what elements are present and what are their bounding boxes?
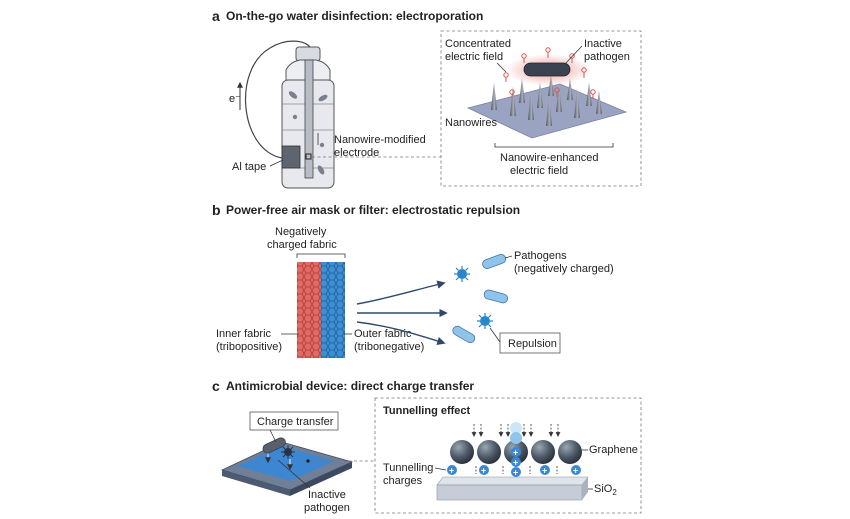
charge-transfer-box xyxy=(249,411,339,431)
pathogens-leader xyxy=(504,255,513,259)
pathogens-label-1: Pathogens xyxy=(514,250,567,262)
charge-transfer-label: Charge transfer xyxy=(257,416,334,428)
sio2-side xyxy=(582,477,588,500)
electrode-label-1: Nanowire-modified xyxy=(334,134,426,146)
sio2-label-sub: 2 xyxy=(612,488,617,497)
al-tape-leader xyxy=(269,159,284,167)
tunnelling-arrows xyxy=(471,424,561,474)
svg-text:+: + xyxy=(513,458,518,468)
svg-text:+: + xyxy=(513,468,518,478)
enhanced-label-1: Nanowire-enhanced xyxy=(500,152,598,164)
inactive-pathogen-capsule xyxy=(523,62,571,77)
inner-label-1: Inner fabric xyxy=(216,328,272,340)
sio2-substrate xyxy=(436,484,583,501)
enhanced-label-2: electric field xyxy=(510,165,568,177)
outer-label-1: Outer fabric xyxy=(354,328,412,340)
tunnelling-label-2: charges xyxy=(383,475,423,487)
repulsion-arrow-up xyxy=(356,280,446,305)
graphene-label: Graphene xyxy=(589,444,638,456)
tunnelling-leader xyxy=(434,467,447,471)
svg-text:+: + xyxy=(513,448,518,458)
field-markers xyxy=(503,47,596,99)
charge-transfer-leader xyxy=(269,429,277,443)
svg-text:+: + xyxy=(449,466,454,476)
neg-fabric-label-1: Negatively xyxy=(275,226,327,238)
nanowires xyxy=(491,74,602,126)
enhanced-bracket xyxy=(494,143,614,148)
tunnelling-effect-label: Tunnelling effect xyxy=(383,405,471,417)
water-bottle xyxy=(281,46,335,189)
inactive-leader xyxy=(564,45,583,65)
al-tape-label: Al tape xyxy=(232,161,266,173)
sio2-label: SiO2 xyxy=(594,483,617,497)
repulsion-label: Repulsion xyxy=(508,338,557,350)
sio2-top xyxy=(436,476,589,486)
panel-a-title: On-the-go water disinfection: electropor… xyxy=(226,9,483,23)
inactive-label-1: Inactive xyxy=(584,38,622,50)
wire-loop xyxy=(245,40,311,159)
repulsion-box xyxy=(499,332,561,354)
svg-text:+: + xyxy=(573,466,578,476)
concentrated-label-2: electric field xyxy=(445,51,503,63)
inner-fabric xyxy=(297,262,321,358)
panel-c-letter: c xyxy=(212,378,220,394)
electron-label: e⁻ xyxy=(229,93,241,105)
graphene-balls xyxy=(450,440,582,464)
tunnelling-particle xyxy=(510,432,522,444)
panel-c-title: Antimicrobial device: direct charge tran… xyxy=(226,379,474,393)
pathogens-b xyxy=(452,254,509,344)
svg-text:+: + xyxy=(481,466,486,476)
outer-fabric xyxy=(321,262,345,358)
concentrated-label-1: Concentrated xyxy=(445,38,511,50)
outer-label-2: (tribonegative) xyxy=(354,341,424,353)
inactive-label-2: pathogen xyxy=(584,51,630,63)
panel-a: a On-the-go water disinfection: electrop… xyxy=(212,8,642,189)
nanowires-label: Nanowires xyxy=(445,117,497,129)
panel-c: c Antimicrobial device: direct charge tr… xyxy=(212,378,642,514)
repulsion-arrow-down xyxy=(356,321,446,346)
inner-label-2: (tribopositive) xyxy=(216,341,282,353)
neg-fabric-label-2: charged fabric xyxy=(267,239,337,251)
c-inactive-leader xyxy=(277,459,311,489)
tunnelling-particle-top xyxy=(510,422,522,434)
tunnelling-label-1: Tunnelling xyxy=(383,462,433,474)
c-inactive-label-2: pathogen xyxy=(304,502,350,514)
concentrated-leader xyxy=(496,62,507,73)
antimicrobial-device xyxy=(220,437,354,496)
repulsion-leader xyxy=(489,327,501,343)
neg-fabric-bracket xyxy=(296,253,346,258)
tunnelling-charges: + + + + + + + xyxy=(447,447,581,478)
panel-b-title: Power-free air mask or filter: electrost… xyxy=(226,203,520,217)
pathogens-label-2: (negatively charged) xyxy=(514,263,614,275)
c-inactive-label-1: Inactive xyxy=(308,489,346,501)
nanowire-surface xyxy=(466,54,628,139)
panel-a-inset-box xyxy=(440,30,642,187)
panel-c-inset-box xyxy=(374,397,642,514)
sio2-label-main: SiO xyxy=(594,483,613,495)
svg-text:+: + xyxy=(542,466,547,476)
panel-a-letter: a xyxy=(212,8,220,24)
panel-b-letter: b xyxy=(212,202,221,218)
electrode-label-2: electrode xyxy=(334,147,379,159)
panel-b: b Power-free air mask or filter: electro… xyxy=(212,202,614,358)
